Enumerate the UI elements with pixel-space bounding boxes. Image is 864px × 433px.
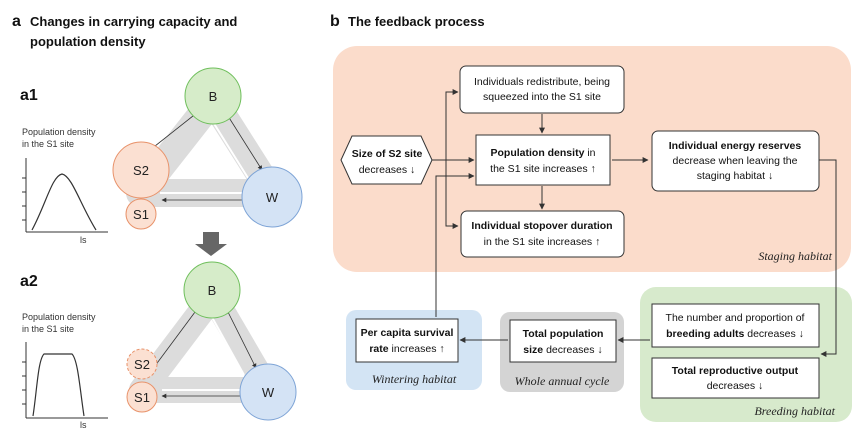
total-pop-line2: size decreases ↓ (523, 344, 602, 356)
a1-node-s2 (112, 141, 170, 199)
stopover-bold: Individual stopover duration (471, 220, 612, 232)
density-bold: Population density (490, 147, 584, 159)
energy-box (651, 130, 820, 192)
a2-node-s2-label: S2 (134, 357, 150, 372)
s2-size-bold: Size of S2 site (352, 148, 423, 160)
a2-density-curve (32, 353, 85, 417)
total-pop-bold2: size (523, 344, 543, 356)
survival-line2: rate increases ↑ (369, 343, 444, 355)
total-population-box (509, 319, 617, 363)
reproductive-line2: decreases ↓ (707, 380, 764, 392)
survival-bold1: Per capita survival (361, 327, 454, 339)
breeding-adults-rest: decreases ↓ (744, 328, 804, 340)
stopover-line2: in the S1 site increases ↑ (484, 236, 601, 248)
reproductive-bold: Total reproductive output (672, 365, 799, 377)
breeding-adults-bold: breeding adults (666, 328, 744, 340)
a1-node-w-label: W (266, 190, 279, 205)
a1-node-w (241, 166, 303, 228)
a2-ylabel-line1: Population density (22, 312, 96, 322)
a1-xlabel: ls (80, 235, 87, 245)
a1-label: a1 (20, 87, 38, 104)
a2-label: a2 (20, 273, 38, 290)
a2-node-b (183, 261, 241, 319)
survival-rest: increases ↑ (389, 343, 445, 355)
panel-a-title-line2: population density (30, 34, 146, 49)
total-pop-rest: decreases ↓ (543, 344, 603, 356)
a2-node-s1-label: S1 (134, 390, 150, 405)
energy-line2: decrease when leaving the (673, 155, 798, 167)
a2-node-w-label: W (262, 385, 275, 400)
breeding-adults-line2: breeding adults decreases ↓ (666, 328, 804, 340)
a1-ylabel-line1: Population density (22, 127, 96, 137)
density-line2: the S1 site increases ↑ (490, 163, 596, 175)
a2-ylabel-line2: in the S1 site (22, 324, 74, 334)
a2-density-plot (22, 342, 108, 419)
a1-node-s1-label: S1 (133, 207, 149, 222)
a1-node-s2-label: S2 (133, 163, 149, 178)
wintering-habitat-label: Wintering habitat (372, 372, 457, 386)
panel-b-title: The feedback process (348, 14, 485, 29)
a2-node-s1 (126, 381, 158, 413)
a1-density-curve (31, 173, 97, 231)
a2-node-w (239, 363, 297, 421)
a2-xlabel: ls (80, 420, 87, 430)
s2-size-rest: decreases ↓ (359, 164, 416, 176)
energy-line3: staging habitat ↓ (697, 170, 773, 182)
s2-size-hexagon (340, 135, 433, 185)
breeding-adults-line1: The number and proportion of (666, 312, 805, 324)
feedback-connectors (432, 89, 837, 357)
breeding-adults-box (651, 303, 820, 348)
a2-node-s2 (126, 348, 158, 380)
stopover-box (460, 210, 625, 258)
reproductive-box (651, 357, 820, 399)
staging-habitat-label: Staging habitat (758, 249, 832, 263)
survival-bold2: rate (369, 343, 388, 355)
panel-a-letter: a (12, 13, 21, 30)
a2-network (126, 261, 297, 421)
annual-cycle-label: Whole annual cycle (515, 374, 610, 388)
a2-node-b-label: B (208, 283, 217, 298)
density-rest: in (584, 147, 595, 159)
density-box (475, 134, 611, 186)
panel-b-letter: b (330, 13, 340, 30)
a1-density-plot (22, 158, 108, 233)
a1-node-b-label: B (209, 89, 218, 104)
redistribute-line2: squeezed into the S1 site (483, 91, 601, 103)
survival-box (355, 318, 459, 363)
a1-ylabel-line2: in the S1 site (22, 139, 74, 149)
redistribute-box (459, 65, 625, 114)
panel-a-title-line1: Changes in carrying capacity and (30, 14, 237, 29)
a1-node-s1 (125, 198, 157, 230)
total-pop-bold1: Total population (523, 328, 604, 340)
a1-node-b (184, 67, 242, 125)
a1-network (112, 67, 303, 230)
redistribute-line1: Individuals redistribute, being (474, 76, 610, 88)
breeding-habitat-label: Breeding habitat (754, 404, 835, 418)
transition-arrow-icon (195, 232, 227, 256)
density-line1: Population density in (490, 147, 595, 159)
energy-bold: Individual energy reserves (669, 140, 802, 152)
